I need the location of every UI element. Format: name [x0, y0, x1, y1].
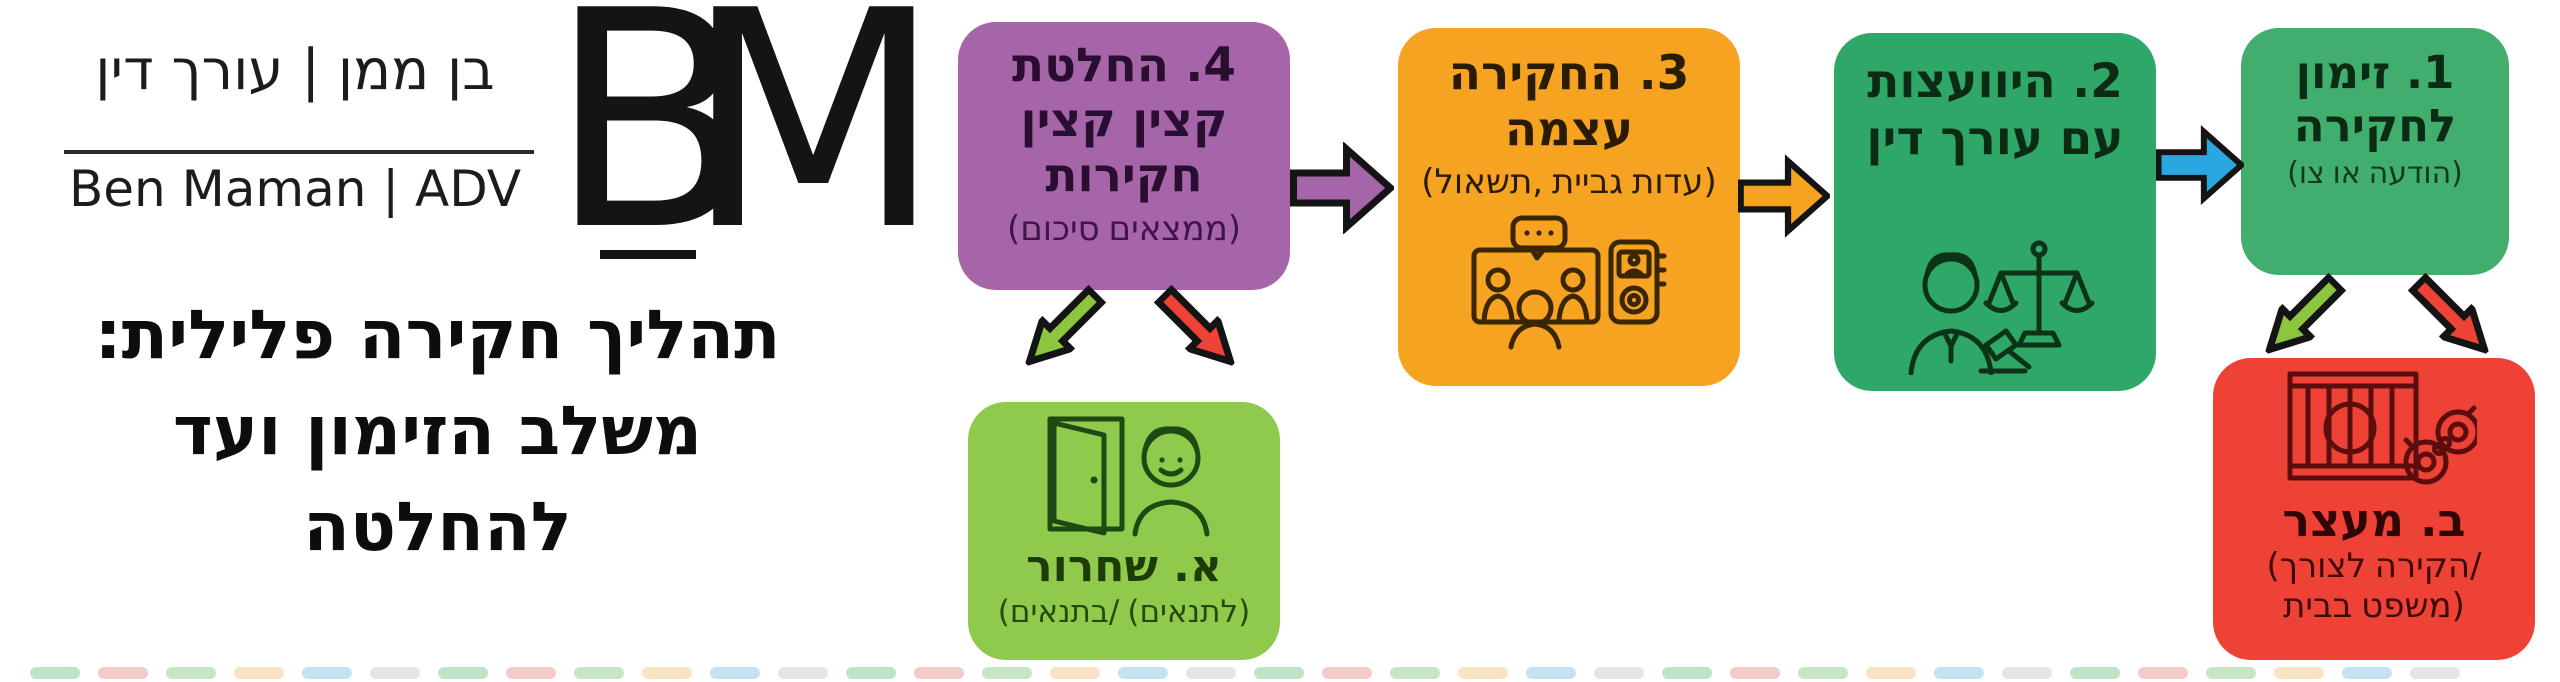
arrow-step2-to-step3	[1738, 154, 1830, 238]
lawyer-scales-gavel-icon	[1908, 240, 2095, 375]
step4-heading-line2: קצין קצין	[1020, 93, 1228, 148]
step1-heading-line1: 1. זימון	[2295, 46, 2455, 99]
arrow-step1-to-arrest-green	[2250, 265, 2353, 368]
step4-heading-line1: 4. החלטת	[1012, 38, 1236, 93]
arrow-step1-to-step2	[2156, 125, 2244, 205]
bm-logo: BM	[548, 0, 943, 272]
title-line-1: תהליך חקירה פלילית:	[94, 296, 781, 375]
outcome-arrest-heading: ב. מעצר	[2282, 493, 2466, 547]
outcome-release-box: א. שחרור (בתנאים/(לתנאים)	[968, 402, 1280, 660]
arrow-step3-to-step4	[1290, 142, 1394, 234]
bottom-color-strip	[30, 667, 2460, 679]
outcome-release-subtitle: (בתנאים/(לתנאים)	[997, 594, 1251, 630]
page-title: תהליך חקירה פלילית: משלב הזימון ועד להחל…	[5, 288, 870, 576]
title-line-3: להחלטה	[303, 488, 572, 567]
title-line-2: משלב הזימון ועד	[172, 392, 703, 471]
brand-divider-line	[64, 150, 534, 154]
jail-bars-handcuffs-icon	[2287, 371, 2477, 485]
step3-heading-line2: עצמה	[1504, 102, 1634, 157]
open-door-person-icon	[1047, 416, 1210, 537]
arrow-step4-to-release-green	[1010, 277, 1113, 380]
interrogation-recorder-icon	[1471, 215, 1667, 350]
step1-heading-line2: לחקירה	[2293, 99, 2457, 152]
step2-heading-line2: עם עורך דין	[1866, 111, 2124, 166]
logo-underline	[600, 250, 696, 259]
brand-name-english: Ben Maman | ADV	[68, 160, 522, 218]
step2-box-lawyer-consult: 2. היוועצות עם עורך דין	[1834, 33, 2156, 391]
logo-letter-m: M	[683, 0, 943, 296]
outcome-release-heading: א. שחרור	[1026, 541, 1222, 592]
step3-heading-line1: 3. החקירה	[1448, 46, 1690, 101]
brand-name-hebrew: בן ממן | עורך דין	[95, 38, 495, 103]
step4-heading-line3: חקירות	[1045, 148, 1203, 203]
logo-letter-b: B	[548, 0, 754, 296]
step2-heading-line1: 2. היוועצות	[1867, 54, 2123, 109]
arrow-step1-to-arrest-red	[2400, 265, 2503, 368]
arrow-step4-to-release-red	[1146, 277, 1249, 380]
